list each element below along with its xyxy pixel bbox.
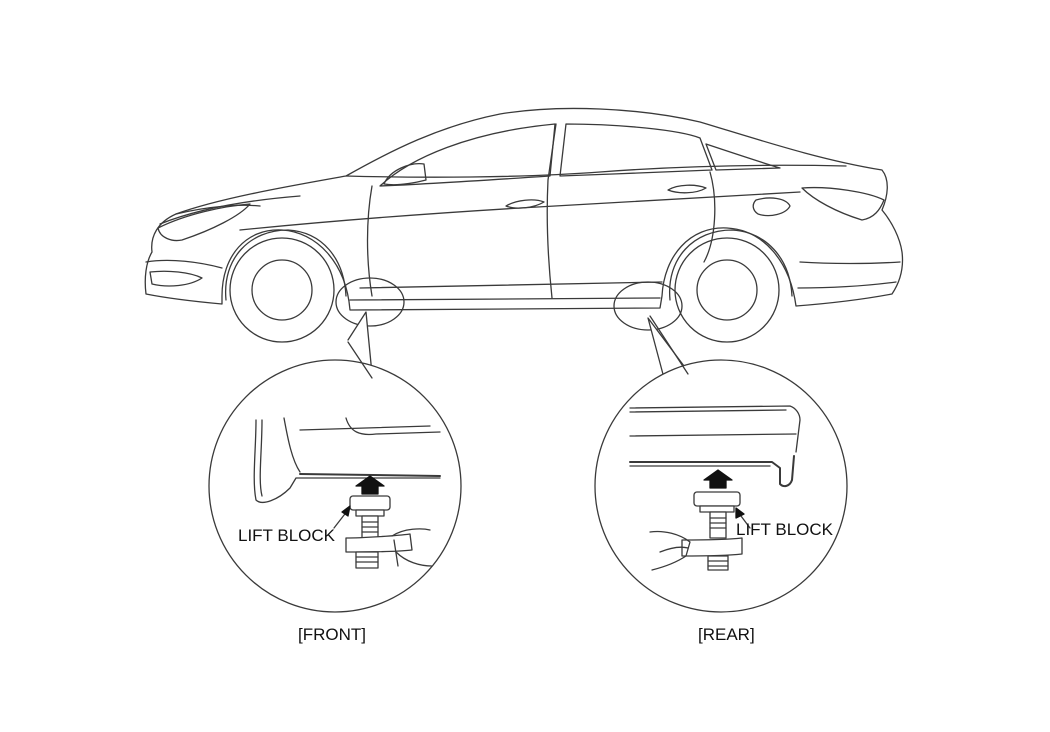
rear-rim <box>696 259 758 321</box>
front-rim <box>251 259 313 321</box>
quarter-window <box>705 143 781 171</box>
fog-lamp <box>149 270 203 287</box>
rear-up-arrow <box>703 469 733 489</box>
front-caption: [FRONT] <box>298 625 366 644</box>
front-pointer-arrowhead <box>341 505 351 517</box>
rear-lift-block-label: LIFT BLOCK <box>736 520 833 539</box>
front-callout-pointer <box>347 311 373 375</box>
rear-door-handle <box>667 184 707 194</box>
rear-pointer-arrowhead <box>735 507 745 519</box>
front-door <box>366 185 373 297</box>
front-lift-point-highlight <box>335 277 405 327</box>
car-body-outline <box>144 107 904 311</box>
front-tire <box>229 237 335 343</box>
side-mirror <box>383 163 427 186</box>
rear-caption: [REAR] <box>698 625 755 644</box>
front-up-arrow <box>355 475 385 495</box>
tail-lamp <box>801 186 885 221</box>
rear-lift-point-highlight <box>613 281 683 331</box>
rear-window <box>559 123 713 177</box>
headlight <box>157 203 251 242</box>
rear-tire <box>674 237 780 343</box>
front-lift-block-label: LIFT BLOCK <box>238 526 335 545</box>
car-side-view <box>144 107 904 343</box>
fuel-cap <box>752 197 791 217</box>
front-lift-block <box>345 495 433 569</box>
rear-detail-view <box>594 315 848 613</box>
front-detail-view <box>208 341 462 613</box>
front-detail-circle <box>208 359 462 613</box>
rear-lift-block <box>649 491 743 571</box>
rear-door <box>703 171 716 263</box>
